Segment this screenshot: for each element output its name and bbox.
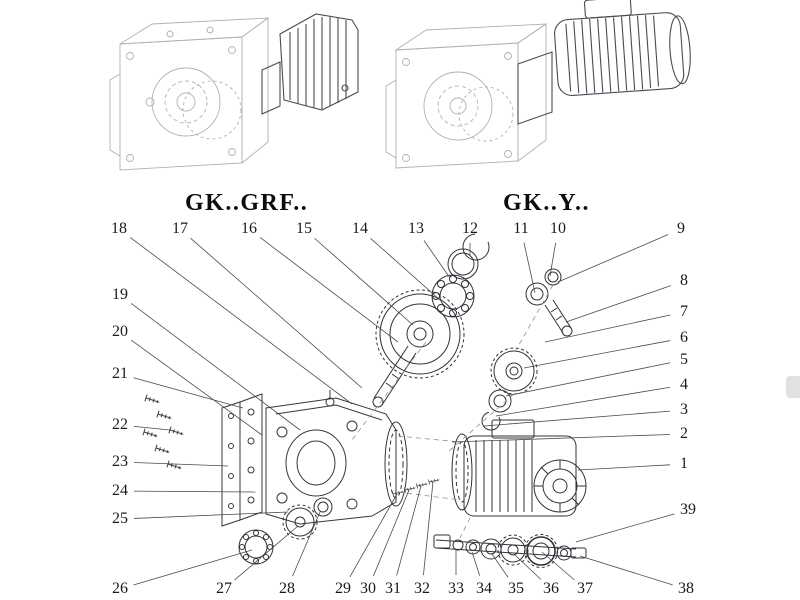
model-title-grf: GK..GRF.. xyxy=(185,190,309,216)
callout-3: 3 xyxy=(680,401,688,418)
callout-22: 22 xyxy=(112,416,128,433)
callout-28: 28 xyxy=(279,580,295,597)
model-title-y: GK..Y.. xyxy=(503,190,590,216)
callout-30: 30 xyxy=(360,580,376,597)
callout-9: 9 xyxy=(677,220,685,237)
callout-11: 11 xyxy=(513,220,529,237)
callout-32: 32 xyxy=(414,580,430,597)
callout-12: 12 xyxy=(462,220,478,237)
callout-23: 23 xyxy=(112,453,128,470)
callout-17: 17 xyxy=(172,220,188,237)
y-gearbox-art xyxy=(385,23,548,169)
callout-25: 25 xyxy=(112,510,128,527)
callout-26: 26 xyxy=(112,580,128,597)
callout-29: 29 xyxy=(335,580,351,597)
callout-27: 27 xyxy=(216,580,232,597)
callout-20: 20 xyxy=(112,323,128,340)
callout-31: 31 xyxy=(385,580,401,597)
callout-1: 1 xyxy=(680,455,688,472)
callout-14: 14 xyxy=(352,220,368,237)
callout-13: 13 xyxy=(408,220,424,237)
callout-6: 6 xyxy=(680,329,688,346)
callout-5: 5 xyxy=(680,351,688,368)
exploded-output-shaft xyxy=(433,534,587,568)
grf-gearbox-art xyxy=(109,17,270,171)
callout-37: 37 xyxy=(577,580,593,597)
callout-24: 24 xyxy=(112,482,128,499)
edge-watermark-artifact xyxy=(786,376,800,398)
exploded-bearing-rings xyxy=(431,233,490,318)
y-motor-art xyxy=(517,0,691,125)
assembly-guide-lines xyxy=(351,284,554,539)
exploded-flange-and-screws xyxy=(142,393,263,527)
exploded-motor xyxy=(451,419,587,517)
callout-19: 19 xyxy=(112,286,128,303)
callout-38: 38 xyxy=(678,580,694,597)
exploded-housing xyxy=(265,390,408,525)
callout-18: 18 xyxy=(111,220,127,237)
callout-39: 39 xyxy=(680,501,696,518)
callout-36: 36 xyxy=(543,580,559,597)
callout-8: 8 xyxy=(680,272,688,289)
grf-input-cover-art xyxy=(261,13,359,115)
callout-35: 35 xyxy=(508,580,524,597)
callout-4: 4 xyxy=(680,376,688,393)
callout-34: 34 xyxy=(476,580,492,597)
callout-2: 2 xyxy=(680,425,688,442)
callout-7: 7 xyxy=(680,303,688,320)
callout-21: 21 xyxy=(112,365,128,382)
callout-33: 33 xyxy=(448,580,464,597)
exploded-gear-shaft xyxy=(372,289,465,408)
callout-10: 10 xyxy=(550,220,566,237)
callout-16: 16 xyxy=(241,220,257,237)
callout-15: 15 xyxy=(296,220,312,237)
